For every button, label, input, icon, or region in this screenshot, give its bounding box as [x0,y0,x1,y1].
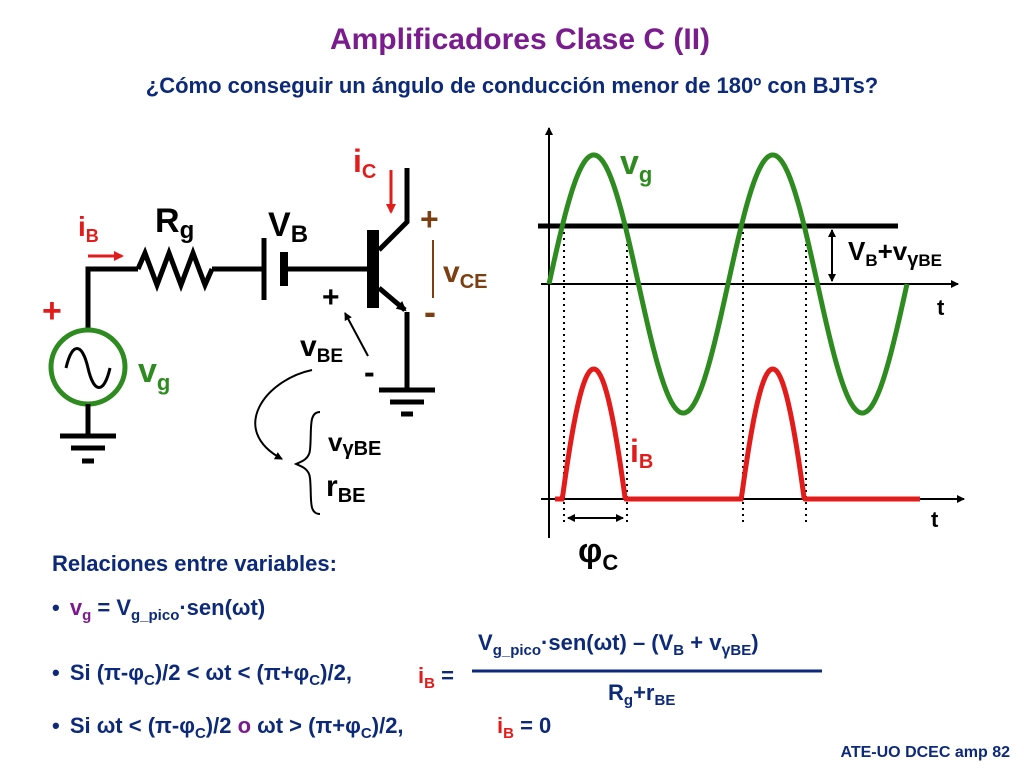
vbe-model-curve-arrow [254,369,313,460]
vg-graph-label: vg [620,144,652,187]
vg-source-label: vg [138,352,170,395]
threshold-label: VB+vγBE [848,236,942,271]
relation-line-2: • Si (π-φC)/2 < ωt < (π+φC)/2, [52,660,352,689]
t-top-label: t [937,295,945,320]
phi-c-label: φC [578,532,618,575]
vg-sine-wave [546,152,910,416]
model-rbe-label: rBE [326,470,365,507]
rg-label: Rg [155,202,194,244]
relation-line-2-ib: iB = [418,663,454,692]
vb-label: VB [268,206,308,248]
vbe-label: vBE [300,330,343,367]
transistor-collector [377,168,410,252]
vce-minus: - [424,291,436,332]
circuit [48,168,435,515]
wire-source-top [85,266,138,330]
model-brace [293,411,321,515]
relation-line-3-ib: iB = 0 [497,713,551,742]
slide-title: Amplificadores Clase C (II) [330,23,710,56]
vbe-arrow [344,312,369,357]
t-bottom-label: t [931,507,939,532]
slide-subtitle: ¿Cómo conseguir un ángulo de conducción … [146,73,879,98]
ib-label: iB [78,211,99,246]
slide-footer: ATE-UO DCEC amp 82 [840,744,1010,761]
fraction-denominator: Rg+rBE [608,680,675,709]
model-vgamma-label: vγBE [328,427,381,460]
vbe-minus: - [364,354,375,390]
ground-symbol-emitter [379,387,435,417]
vbe-plus: + [322,281,340,314]
vg-plus: + [42,292,62,330]
vce-label: vCE [443,256,487,293]
transistor-emitter [377,286,407,312]
waveform-graph [538,127,965,538]
ic-label: iC [353,143,376,183]
vce-plus: + [420,201,439,237]
sine-icon [64,347,112,389]
relation-line-3: • Si ωt < (π-φC)/2 o ωt > (π+φC)/2, [52,713,404,742]
fraction-numerator: Vg_pico·sen(ωt) – (VB + vγBE) [478,630,759,659]
resistor-rg [135,245,215,293]
ib-pulse-wave [555,366,920,502]
relations-heading: Relaciones entre variables: [52,551,337,576]
relation-line-1: • vg = Vg_pico·sen(ωt) [52,595,265,624]
ib-graph-label: iB [630,433,653,473]
ground-symbol-source [60,433,116,464]
